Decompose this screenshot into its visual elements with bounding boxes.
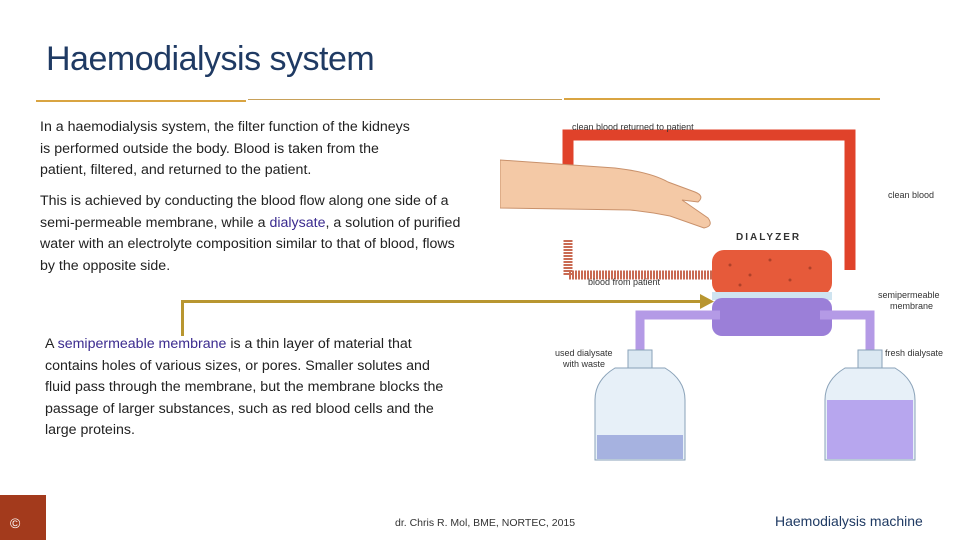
paragraph-dialysate-text-1: This is achieved by conducting the blood… bbox=[40, 193, 449, 231]
copyright-symbol: © bbox=[10, 515, 21, 531]
used-bottle-neck bbox=[627, 349, 653, 369]
page-title: Haemodialysis system bbox=[46, 40, 375, 78]
paragraph-membrane-text: is a thin layer of material that contain… bbox=[45, 336, 444, 438]
label-semipermeable: semipermeable bbox=[878, 290, 940, 300]
label-fresh-dialysate: fresh dialysate bbox=[885, 348, 943, 358]
semipermeable-membrane-term: semipermeable membrane bbox=[57, 336, 227, 352]
connector-vertical bbox=[181, 300, 184, 336]
dialyzer-top bbox=[712, 250, 832, 295]
footer-credit: dr. Chris R. Mol, BME, NORTEC, 2015 bbox=[395, 517, 576, 529]
fresh-bottle-neck bbox=[857, 349, 883, 369]
connector-arrowhead-icon bbox=[700, 294, 714, 309]
used-dialysate-tube bbox=[635, 310, 720, 355]
title-underline-right bbox=[564, 98, 880, 100]
dialysate-term: dialysate bbox=[269, 214, 326, 231]
label-with-waste: with waste bbox=[562, 359, 605, 369]
label-clean-blood: clean blood bbox=[888, 190, 934, 200]
paragraph-intro: In a haemodialysis system, the filter fu… bbox=[40, 117, 420, 182]
title-underline bbox=[36, 100, 246, 102]
connector-horizontal bbox=[181, 300, 708, 303]
fresh-bottle-fluid bbox=[827, 400, 913, 459]
title-underline-mid bbox=[248, 99, 562, 100]
paragraph-membrane: A semipermeable membrane is a thin layer… bbox=[45, 334, 445, 442]
paragraph-intro-text: In a haemodialysis system, the filter fu… bbox=[40, 119, 410, 178]
dialyzer-membrane bbox=[712, 292, 832, 300]
label-clean-returned: clean blood returned to patient bbox=[572, 122, 694, 132]
label-dialyzer: DIALYZER bbox=[736, 232, 801, 243]
arm-shape bbox=[500, 159, 711, 229]
paragraph-dialysate-text-2: , a solution of purified water with an e… bbox=[40, 214, 461, 274]
footer-copyright-block: © bbox=[0, 495, 46, 540]
haemodialysis-diagram: clean blood returned to patient clean bl… bbox=[500, 122, 943, 461]
label-blood-from-patient: blood from patient bbox=[588, 277, 661, 287]
label-used-dialysate: used dialysate bbox=[555, 348, 613, 358]
paragraph-membrane-prefix: A bbox=[45, 336, 58, 352]
blood-in-tube bbox=[563, 240, 715, 280]
dialyzer-bottom bbox=[712, 298, 832, 336]
footer-topic: Haemodialysis machine bbox=[775, 513, 923, 529]
paragraph-dialysate: This is achieved by conducting the blood… bbox=[40, 191, 462, 277]
label-membrane: membrane bbox=[890, 301, 933, 311]
return-tube bbox=[562, 129, 856, 270]
used-bottle-fluid bbox=[597, 435, 683, 459]
